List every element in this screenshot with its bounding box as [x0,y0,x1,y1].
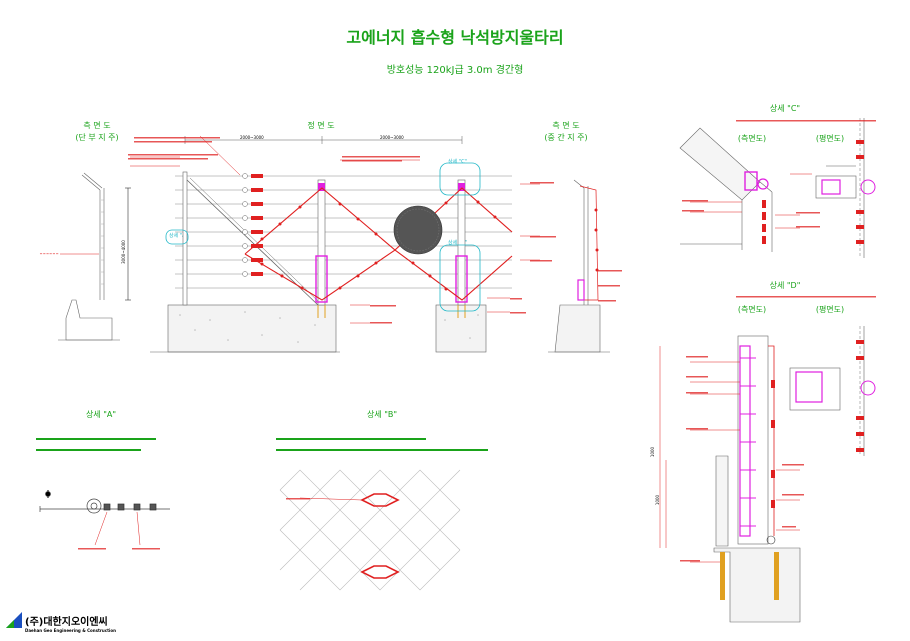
dim-right-span: 2000~3000 [380,135,404,140]
detail-c-left-label: (측면도) [737,134,767,143]
front-view-title: 정 면 도 [307,121,335,130]
side-end-subtitle: (단 부 지 주) [75,133,119,142]
detail-a-note-2 [36,449,141,451]
detail-b-drawing [279,469,461,591]
detail-d-drawing [659,326,876,623]
detail-c-title: 상세 "C" [769,104,801,113]
callout-d-label: 상세 "D" [448,240,468,246]
company-logo: (주)대한지오이엔씨 [6,612,108,628]
detail-c-drawing [679,118,876,258]
side-mid-view [548,179,610,353]
detail-d-left-label: (측면도) [737,305,767,314]
company-name: (주)대한지오이엔씨 [25,616,108,628]
detail-a-title: 상세 "A" [85,410,117,419]
side-mid-subtitle: (중 간 지 주) [544,133,588,142]
detail-b-note-2 [276,449,488,451]
side-end-view [58,172,131,341]
end-post-note: ━ ━ ━ ━ ━ ━ [39,252,59,256]
callout-c-label: 상세 "C" [448,159,467,165]
drawing-title: 고에너지 흡수형 낙석방지울타리 [346,28,564,47]
detail-a-note-1 [36,438,156,440]
detail-b-note-1 [276,438,426,440]
side-end-title: 측 면 도 [83,121,111,130]
detail-d-title: 상세 "D" [769,281,801,290]
detail-c-right-label: (평면도) [815,134,845,143]
drawing-subtitle: 방호성능 120kJ급 3.0m 경간형 [386,65,524,76]
detail-a-drawing [39,490,170,546]
detail-d-right-label: (평면도) [815,305,845,314]
company-logo-icon [6,612,22,628]
callout-a-label: 상세 "A" [169,233,188,239]
detail-b-title: 상세 "B" [366,410,398,419]
company-name-en: Daehan Geo Engineering & Construction [25,628,116,633]
dim-left-span: 2000~3000 [240,135,264,140]
front-view [130,135,540,353]
side-mid-title: 측 면 도 [552,121,580,130]
